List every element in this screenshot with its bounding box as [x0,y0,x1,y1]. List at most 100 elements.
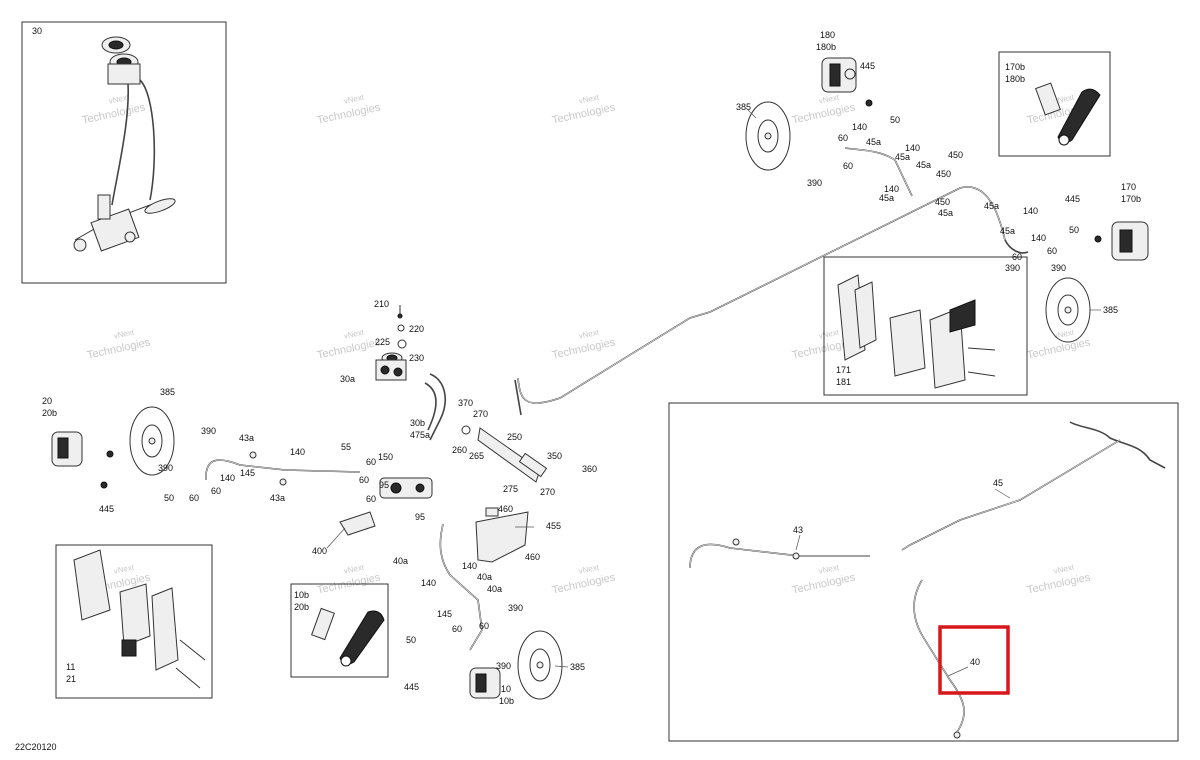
callout-10b: 10b [499,696,514,706]
callout-40a: 40a [393,556,408,566]
callout-265: 265 [469,451,484,461]
callout-220: 220 [409,324,424,334]
callout-30a: 30a [340,374,355,384]
callout-11: 11 [66,662,75,672]
callout-400: 400 [312,546,327,556]
callout-55: 55 [341,442,351,452]
callout-45a: 45a [1000,226,1015,236]
pads-11-illustration [73,549,206,689]
inset-box-pads-11 [55,544,213,699]
bleeder-10b-illustration [310,607,385,667]
watermark-vnext: vNext [578,563,601,576]
caliper-10-illustration [469,667,501,699]
watermark-vnext: vNext [113,563,136,576]
watermark-vnext: vNext [343,93,366,106]
callout-60: 60 [843,161,853,171]
rotor-385-left [129,406,175,476]
callout-390: 390 [807,178,822,188]
watermark-vnext: vNext [1053,328,1076,341]
callout-60: 60 [366,494,376,504]
callout-210: 210 [374,299,389,309]
reservoir-455-illustration [475,507,529,563]
callout-140: 140 [905,143,920,153]
callout-445: 445 [860,61,875,71]
caliper-180-illustration [821,57,873,107]
callout-450: 450 [936,169,951,179]
callout-60: 60 [479,621,489,631]
callout-20b: 20b [42,408,57,418]
callout-390: 390 [1005,263,1020,273]
callout-390: 390 [158,463,173,473]
callout-260: 260 [452,445,467,455]
callout-45a: 45a [938,208,953,218]
callout-20: 20 [42,396,52,406]
diagram-code: 22C20120 [15,742,57,752]
callout-150: 150 [378,452,393,462]
watermark-vnext: vNext [578,328,601,341]
callout-360: 360 [582,464,597,474]
callout-270: 270 [473,409,488,419]
watermark-technologies: Technologies [81,101,147,126]
callout-145: 145 [437,609,452,619]
callout-475a: 475a [410,430,430,440]
watermark-technologies: Technologies [1026,336,1092,361]
watermark-technologies: Technologies [791,101,857,126]
callout-50: 50 [406,635,416,645]
callout-350: 350 [547,451,562,461]
callout-385: 385 [736,102,751,112]
callout-50: 50 [164,493,174,503]
callout-390: 390 [201,426,216,436]
callout-140: 140 [852,122,867,132]
callout-60: 60 [211,486,221,496]
watermark-technologies: Technologies [551,571,617,596]
callout-385: 385 [1103,305,1118,315]
master-cylinder-illustration [73,36,176,252]
main-brake-line [514,147,1029,416]
callout-140: 140 [1031,233,1046,243]
callout-385: 385 [160,387,175,397]
callout-45a: 45a [916,160,931,170]
caliper-170-illustration [1094,221,1149,261]
callout-370: 370 [458,398,473,408]
callout-95: 95 [379,480,389,490]
watermark-vnext: vNext [818,93,841,106]
lower-brake-line [439,523,483,651]
callout-40: 40 [970,657,980,667]
callout-250: 250 [507,432,522,442]
callout-275: 275 [503,484,518,494]
watermark-vnext: vNext [343,328,366,341]
callout-45a: 45a [879,193,894,203]
inset-box-brake-lines [668,402,1179,742]
watermark-vnext: vNext [343,563,366,576]
callout-181: 181 [836,377,851,387]
callout-10b: 10b [294,590,309,600]
watermark-vnext: vNext [578,93,601,106]
callout-95: 95 [415,512,425,522]
watermark-technologies: Technologies [316,336,382,361]
watermark-technologies: Technologies [551,101,617,126]
master-cylinder-30b-illustration [339,373,446,536]
watermark-technologies: Technologies [551,336,617,361]
rotor-385-lower [517,630,563,700]
watermark-vnext: vNext [1053,93,1076,106]
watermark-vnext: vNext [108,93,131,106]
reservoir-30a-illustration [375,305,407,381]
callout-45: 45 [993,478,1003,488]
callout-30b: 30b [410,418,425,428]
callout-180b: 180b [816,42,836,52]
watermark-vnext: vNext [818,328,841,341]
left-brake-line [205,451,361,486]
callout-60: 60 [1047,246,1057,256]
callout-180: 180 [820,30,835,40]
callout-50: 50 [1069,225,1079,235]
brake-line-45-illustration [901,421,1166,551]
callout-45a: 45a [984,201,999,211]
callout-270: 270 [540,487,555,497]
callout-145: 145 [240,468,255,478]
callout-60: 60 [366,457,376,467]
callout-390: 390 [1051,263,1066,273]
callout-60: 60 [359,475,369,485]
pads-171-illustration [837,274,996,389]
callout-labels: 30 180 180b 445 385 50 140 60 45a 140 45… [15,26,1141,752]
callout-460: 460 [498,504,513,514]
